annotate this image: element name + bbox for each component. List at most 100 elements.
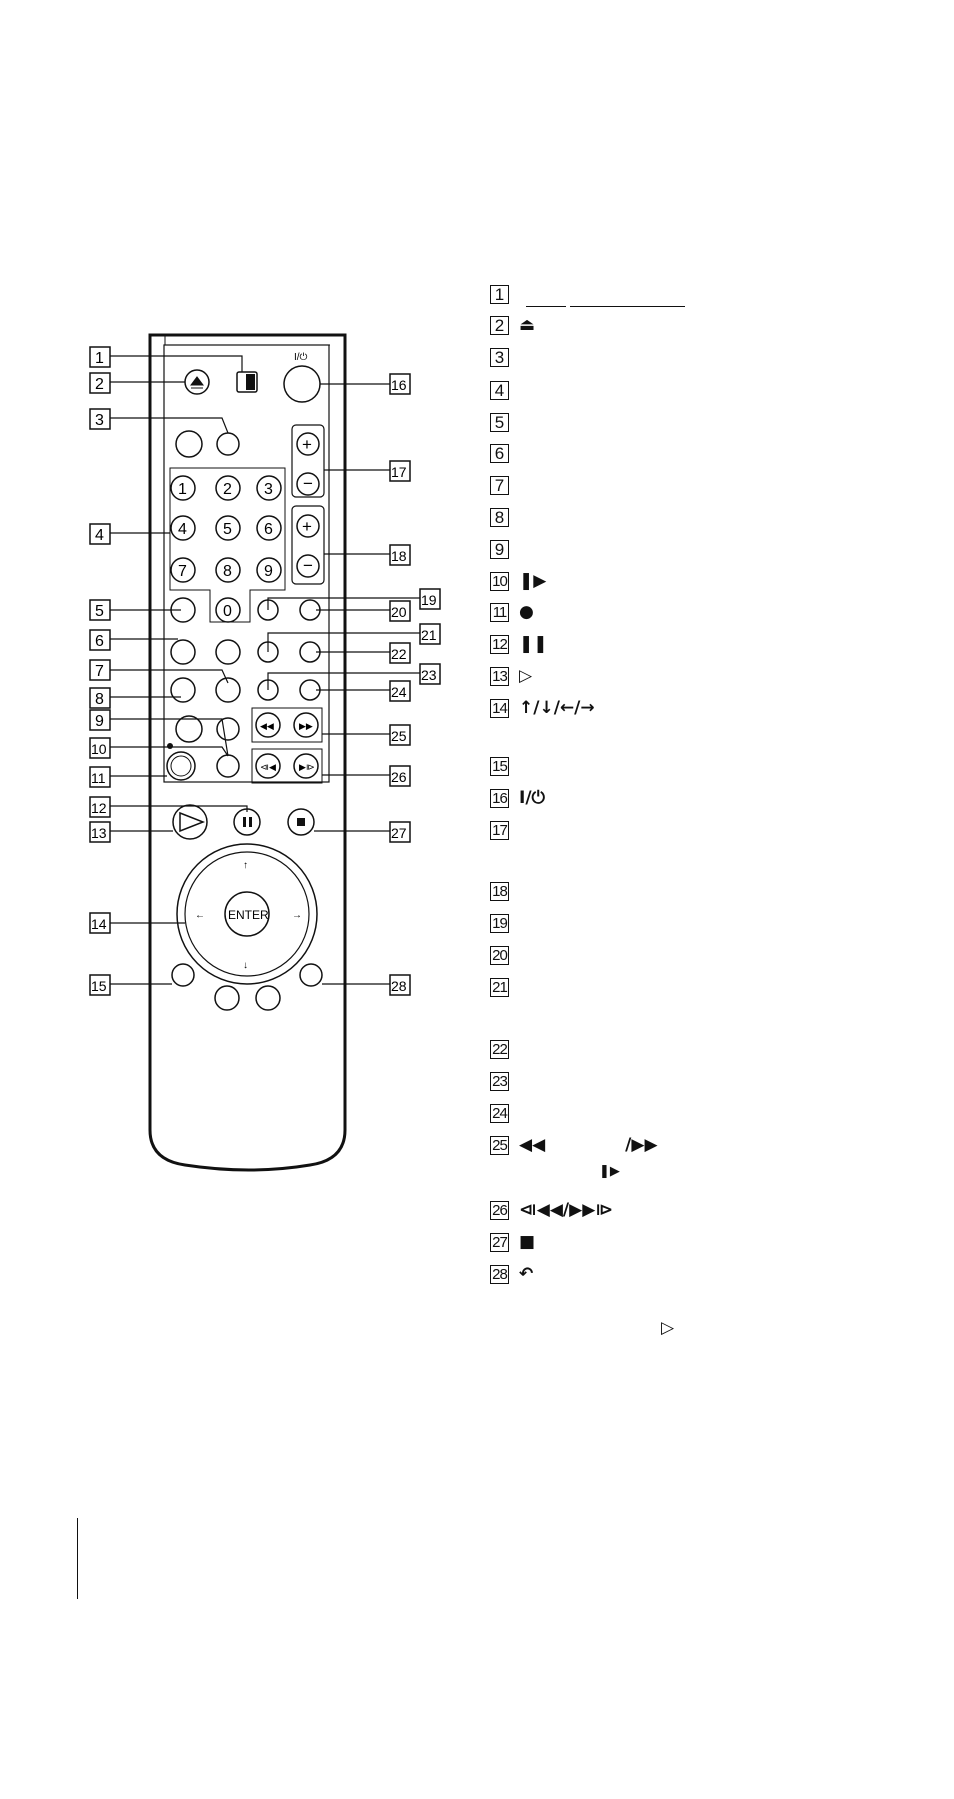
callout-number: 17	[391, 464, 407, 480]
callout-box	[389, 460, 411, 482]
legend-item: 8	[490, 506, 519, 528]
number-button-label: 5	[223, 521, 232, 538]
svg-text:▶▶: ▶▶	[299, 721, 313, 731]
legend-symbol: ▷	[519, 666, 533, 686]
legend-item: 3	[490, 346, 519, 368]
right-arrow-icon: →	[292, 910, 302, 921]
legend-item: 27■	[490, 1231, 535, 1253]
remote-button[interactable]	[214, 985, 240, 1011]
legend-number: 6	[490, 443, 509, 463]
callout-box	[89, 599, 111, 621]
legend-item: 6	[490, 442, 519, 464]
legend-number: 15	[490, 756, 509, 776]
legend-number: 11	[490, 602, 509, 622]
legend-item: 21	[490, 976, 519, 998]
legend-item: 28↶	[490, 1263, 533, 1285]
callout-number: 1	[95, 350, 104, 367]
display-button[interactable]	[171, 963, 195, 987]
slow-play-button[interactable]	[216, 754, 240, 778]
number-button[interactable]	[170, 557, 196, 583]
number-button[interactable]	[170, 515, 196, 541]
number-button[interactable]	[215, 515, 241, 541]
number-button-label: 1	[178, 481, 187, 498]
callout-box	[89, 408, 111, 430]
legend-number: 18	[490, 881, 509, 901]
callout-number: 19	[421, 592, 437, 608]
remote-button[interactable]	[215, 677, 241, 703]
svg-text:−: −	[303, 474, 313, 493]
callout-number: 5	[95, 603, 104, 620]
number-button[interactable]	[256, 557, 282, 583]
callout-box	[89, 687, 111, 709]
remote-button[interactable]	[216, 432, 240, 456]
legend-number: 9	[490, 539, 509, 559]
pause-button[interactable]	[233, 808, 261, 836]
legend-symbol: ⧏◀◀/▶▶⧐	[519, 1200, 614, 1220]
remote-button[interactable]	[175, 715, 203, 743]
fast-forward-button[interactable]	[293, 712, 319, 738]
callout-box	[419, 663, 441, 685]
svg-text:+: +	[302, 517, 312, 536]
callout-number: 24	[391, 684, 407, 700]
legend-symbol: ❚❚	[519, 634, 548, 654]
remote-button[interactable]	[255, 985, 281, 1011]
callout-number: 14	[91, 916, 107, 932]
callout-number: 25	[391, 728, 407, 744]
power-label: I/⏻	[294, 352, 308, 363]
callout-number: 12	[91, 800, 107, 816]
number-button-label: 4	[178, 521, 187, 538]
legend-item: 19	[490, 912, 519, 934]
legend-item: 25◀◀/▶▶	[490, 1134, 658, 1156]
next-button[interactable]	[293, 753, 319, 779]
remote-button[interactable]	[215, 639, 241, 665]
legend-item: 4	[490, 379, 519, 401]
number-button[interactable]	[215, 475, 241, 501]
legend-number: 25	[490, 1135, 509, 1155]
legend-number: 8	[490, 507, 509, 527]
callout-number: 21	[421, 627, 437, 643]
remote-button[interactable]	[170, 639, 196, 665]
callout-number: 16	[391, 377, 407, 393]
up-arrow-icon: ↑	[243, 860, 248, 871]
callout-box	[89, 709, 111, 731]
legend-item: 23	[490, 1070, 519, 1092]
legend-number: 7	[490, 475, 509, 495]
remote-button[interactable]	[175, 430, 203, 458]
remote-button[interactable]	[170, 677, 196, 703]
power-button[interactable]	[283, 365, 321, 403]
button-panel	[163, 344, 330, 783]
callout-box	[419, 623, 441, 645]
callout-box	[89, 372, 111, 394]
legend-item: 1	[490, 283, 519, 305]
legend-item: 2⏏	[490, 314, 535, 336]
legend-number: 28	[490, 1264, 509, 1284]
callout-box	[389, 600, 411, 622]
number-button[interactable]	[215, 557, 241, 583]
legend-number: 2	[490, 315, 509, 335]
legend-item: 17	[490, 819, 519, 841]
number-button[interactable]	[215, 597, 241, 623]
callout-box	[389, 974, 411, 996]
number-button[interactable]	[256, 515, 282, 541]
rewind-button[interactable]	[255, 712, 281, 738]
legend-number: 10	[490, 571, 509, 591]
callout-number: 10	[91, 741, 107, 757]
legend-number: 1	[490, 284, 509, 304]
callout-labels: 1234567891011121314151617181920212223242…	[89, 346, 441, 996]
legend-number: 21	[490, 977, 509, 997]
callout-box	[389, 642, 411, 664]
enter-button[interactable]	[224, 891, 270, 937]
prev-button[interactable]	[255, 753, 281, 779]
callout-number: 23	[421, 667, 437, 683]
margin-rule	[77, 1518, 78, 1599]
legend-symbol: ●	[519, 602, 534, 622]
legend-number: 12	[490, 634, 509, 654]
return-button[interactable]	[299, 963, 323, 987]
legend-item: 11 ●	[490, 601, 534, 623]
number-button[interactable]	[256, 475, 282, 501]
remote-button[interactable]	[216, 717, 240, 741]
legend-symbol-forward: /▶▶	[625, 1135, 658, 1155]
callout-number: 18	[391, 548, 407, 564]
number-button[interactable]	[170, 475, 196, 501]
